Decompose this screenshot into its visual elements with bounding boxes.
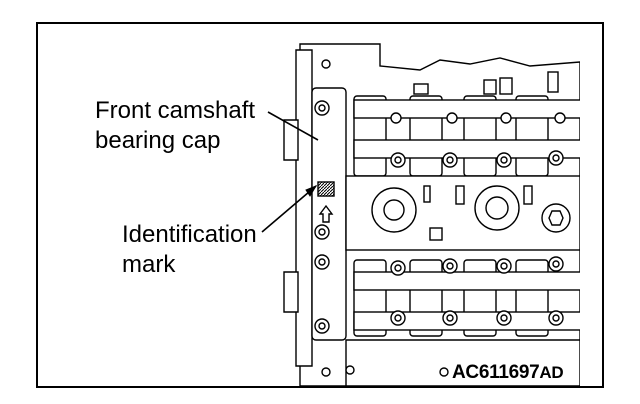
identification-mark-label: Identification mark xyxy=(122,220,257,280)
front-cap-label-line2: bearing cap xyxy=(95,127,221,154)
front-camshaft-bearing-cap-label: Front camshaft bearing cap xyxy=(95,96,255,156)
front-cap-label-line1: Front camshaft xyxy=(95,97,256,124)
ident-label-line2: mark xyxy=(122,251,176,278)
ident-label-line1: Identification xyxy=(122,221,257,248)
figure-code-suffix: AD xyxy=(539,363,564,382)
figure-code-main: AC611697 xyxy=(452,362,540,383)
figure-code: AC611697AD xyxy=(452,362,564,384)
